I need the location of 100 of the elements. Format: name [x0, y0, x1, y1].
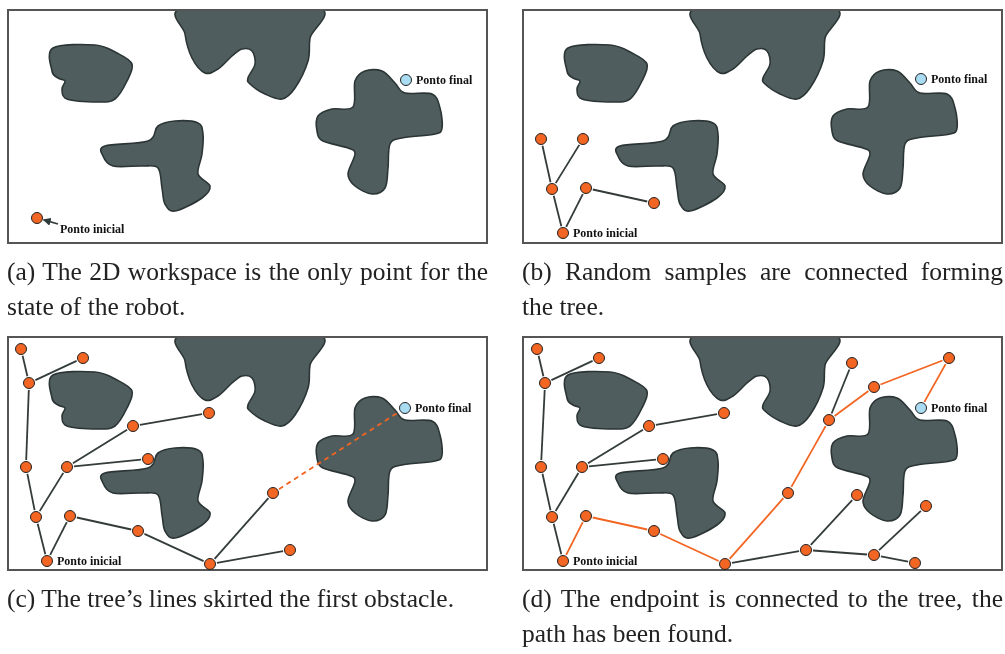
sample-point — [61, 461, 73, 473]
tree-line — [25, 389, 30, 461]
sample-point — [132, 525, 144, 537]
sample-point — [142, 453, 154, 465]
tree-line — [587, 428, 644, 465]
tree-line — [216, 550, 284, 564]
sample-point — [546, 183, 558, 195]
sample-point — [284, 544, 296, 556]
tree-line — [552, 522, 563, 556]
tree-line — [36, 522, 47, 556]
sample-point — [800, 544, 812, 556]
tree-line — [591, 188, 649, 203]
figure-caption: (c) The tree’s lines skirted the first obstacle. — [7, 583, 456, 615]
path-line — [790, 425, 827, 488]
sample-point — [648, 197, 660, 209]
point-label: Ponto final — [415, 401, 472, 415]
sample-point — [23, 377, 35, 389]
sample-point — [580, 510, 592, 522]
sample-point — [920, 500, 932, 512]
start-point — [557, 555, 569, 567]
workspace-panel — [522, 336, 1003, 571]
tree-line — [75, 516, 133, 531]
tree-line — [554, 472, 580, 512]
workspace-panel — [522, 9, 1003, 244]
tree-line — [550, 360, 594, 381]
sample-point — [782, 487, 794, 499]
tree-line — [655, 413, 718, 426]
sample-point — [868, 381, 880, 393]
tree-line — [213, 497, 270, 560]
tree-line — [540, 389, 546, 461]
sample-point — [203, 407, 215, 419]
tree-line — [830, 368, 851, 415]
tree-line — [26, 473, 36, 511]
tree-line — [537, 354, 545, 378]
workspace-panel — [7, 336, 488, 571]
point-label: Ponto final — [931, 72, 988, 86]
sample-point — [643, 420, 655, 432]
tree-line — [554, 144, 581, 184]
workspace-panel — [7, 9, 488, 244]
goal-point — [915, 73, 927, 85]
sample-point — [64, 510, 76, 522]
tree-line — [552, 194, 563, 228]
sample-point — [593, 352, 605, 364]
sample-point — [204, 558, 216, 570]
sample-point — [267, 487, 279, 499]
sample-point — [535, 133, 547, 145]
path-line — [565, 521, 584, 556]
path-line — [923, 363, 947, 403]
tree-line — [72, 428, 128, 465]
sample-point — [943, 352, 955, 364]
point-label: Ponto inicial — [60, 222, 125, 236]
start-point — [557, 227, 569, 239]
tree-line — [541, 472, 552, 512]
tree-line — [73, 458, 142, 468]
path-line — [728, 497, 785, 560]
point-label: Ponto inicial — [57, 554, 122, 568]
figure-caption: (a) The 2D workspace is the only point for the state of the robot. — [7, 256, 488, 323]
point-label: Ponto inicial — [573, 226, 638, 240]
leader-line — [42, 218, 59, 226]
goal-point — [400, 74, 412, 86]
tree-line — [34, 360, 78, 381]
tree-line — [541, 144, 552, 184]
sample-point — [127, 420, 139, 432]
tree-line — [565, 193, 584, 228]
tree-line — [49, 521, 68, 556]
sample-point — [531, 343, 543, 355]
sample-point — [823, 414, 835, 426]
tree-line — [878, 509, 922, 552]
start-point — [41, 555, 53, 567]
path-line — [659, 533, 720, 562]
tree-line — [812, 549, 868, 556]
tree-line — [588, 458, 657, 468]
point-label: Ponto final — [931, 401, 988, 415]
goal-point — [915, 402, 927, 414]
point-label: Ponto final — [416, 73, 473, 87]
tree-line — [731, 550, 800, 564]
point-label: Ponto inicial — [573, 554, 638, 568]
sample-point — [546, 511, 558, 523]
sample-point — [20, 461, 32, 473]
sample-point — [846, 357, 858, 369]
sample-point — [15, 343, 27, 355]
path-line — [591, 516, 649, 531]
sample-point — [577, 133, 589, 145]
sample-point — [580, 182, 592, 194]
sample-point — [539, 377, 551, 389]
sample-point — [576, 461, 588, 473]
sample-point — [719, 558, 731, 570]
tree-line — [880, 555, 909, 563]
path-line — [833, 390, 870, 417]
sample-point — [30, 511, 42, 523]
dashed-connection-line — [278, 410, 400, 491]
sample-point — [909, 557, 921, 569]
sample-point — [657, 453, 669, 465]
sample-point — [535, 461, 547, 473]
sample-point — [648, 525, 660, 537]
figure-caption: (d) The endpoint is connected to the tree, the path has been found. — [522, 583, 1003, 650]
tree-line — [809, 499, 854, 546]
tree-line — [139, 413, 203, 426]
start-point — [31, 212, 43, 224]
sample-point — [718, 407, 730, 419]
